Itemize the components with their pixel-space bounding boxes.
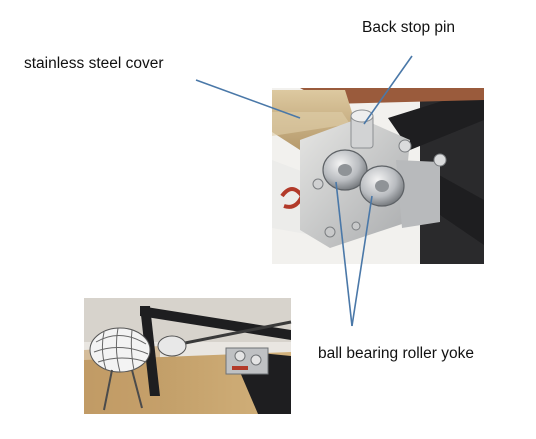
leader-line-cover [195,79,301,119]
leader-line-pin [363,55,413,125]
glass-bulb-icon [89,327,187,373]
label-back-stop-pin: Back stop pin [362,19,456,36]
photo-roller-yoke-closeup [272,88,484,264]
leader-line-yoke-left [335,181,353,327]
leader-line-yoke-right [351,195,373,327]
photo-glassblowing-bench [84,298,292,414]
label-ball-bearing-roller-yoke: ball bearing roller yoke [318,345,474,362]
label-stainless-steel-cover: stainless steel cover [24,55,164,72]
